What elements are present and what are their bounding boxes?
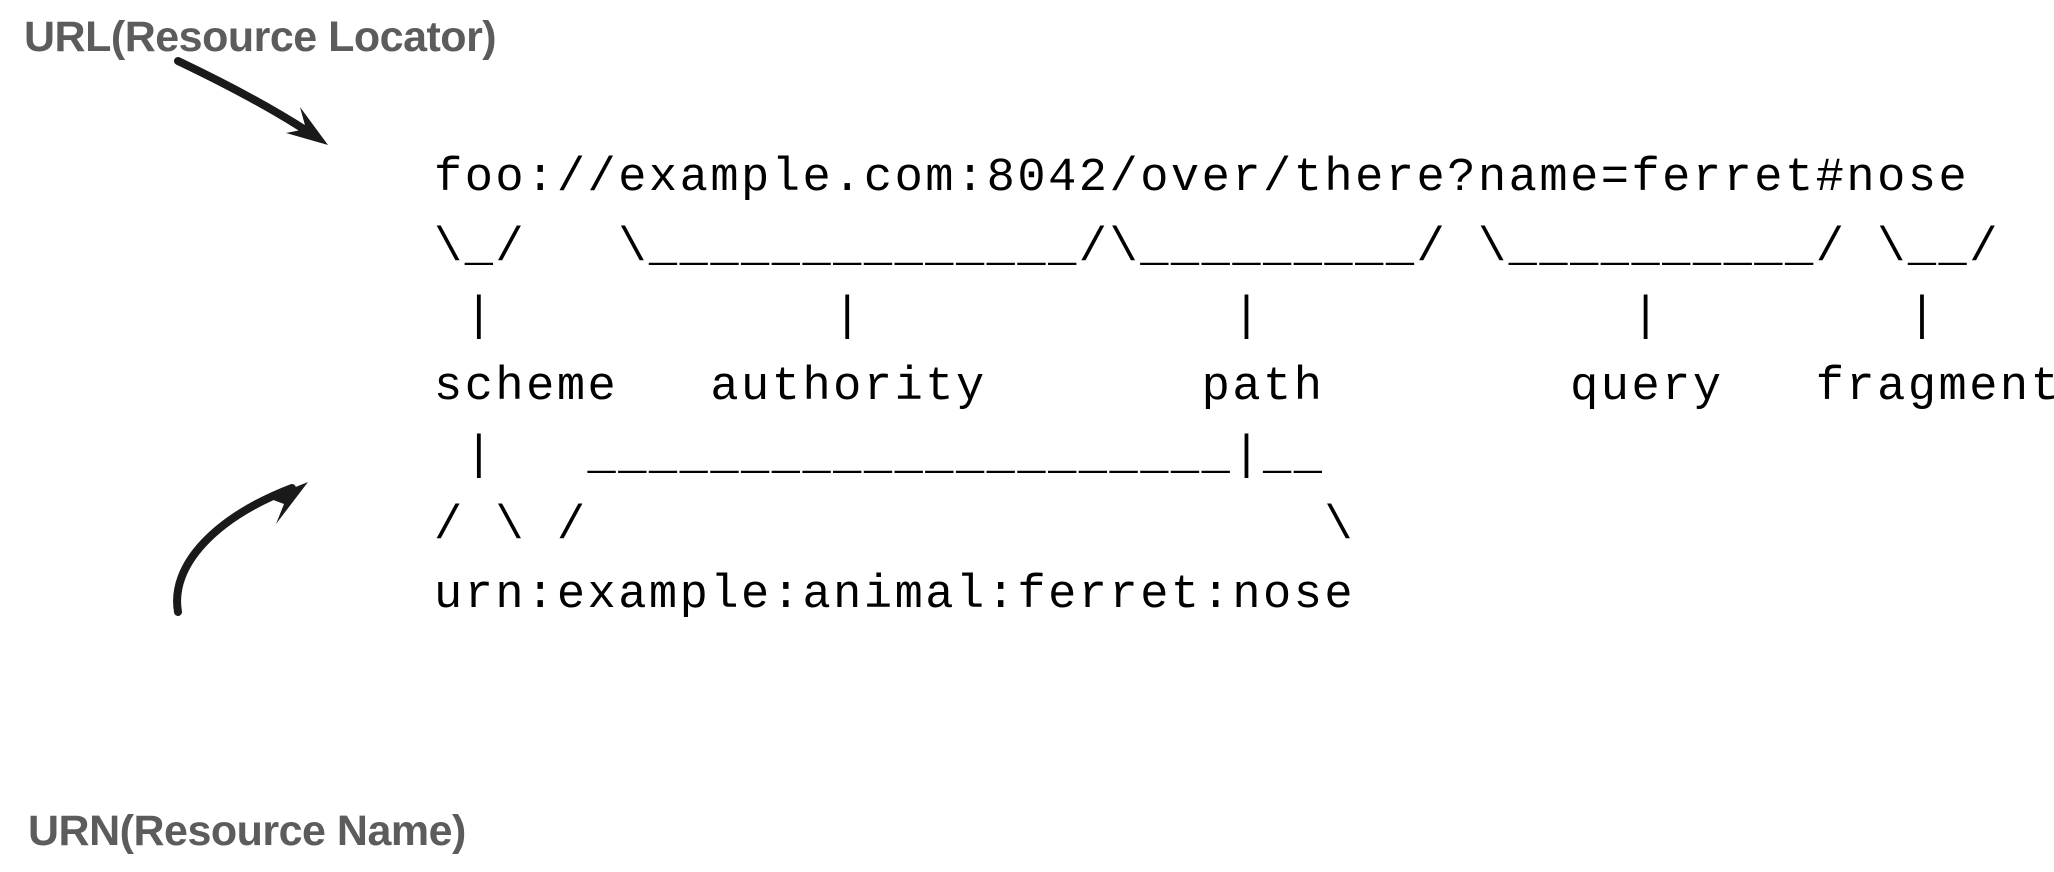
urn-annotation-label: URN(Resource Name) xyxy=(28,807,466,855)
curved-arrow-down-right-icon xyxy=(174,57,328,145)
curved-arrow-up-right-icon xyxy=(173,482,308,616)
uri-syntax-ascii-diagram: foo://example.com:8042/over/there?name=f… xyxy=(434,152,2054,622)
url-annotation-label: URL(Resource Locator) xyxy=(24,13,497,61)
